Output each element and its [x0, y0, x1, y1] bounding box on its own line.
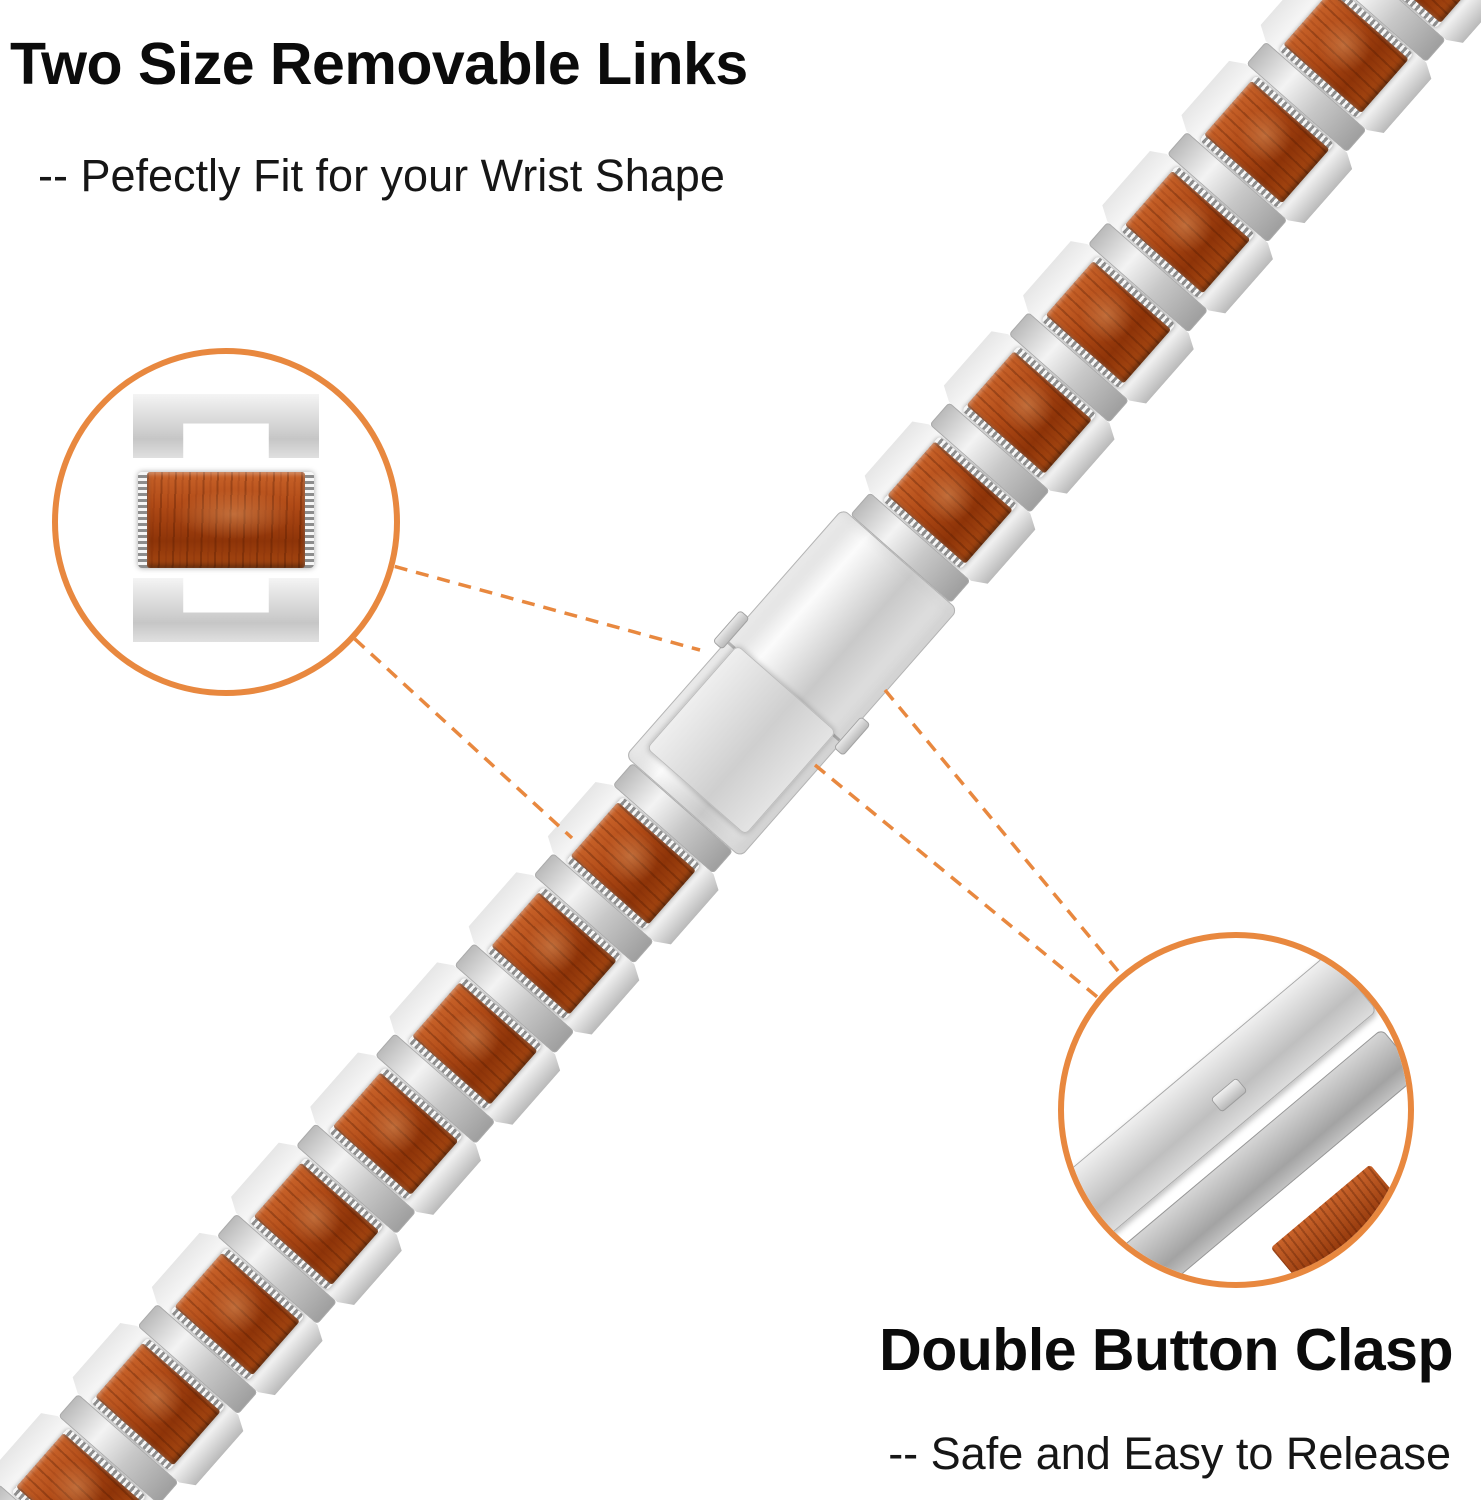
link-bracket-bottom — [133, 578, 319, 642]
clasp-callout — [1058, 932, 1414, 1288]
top-subtitle: -- Pefectly Fit for your Wrist Shape — [38, 150, 725, 201]
top-title: Two Size Removable Links — [10, 31, 748, 97]
wood-link-detail — [138, 472, 314, 568]
bottom-subtitle: -- Safe and Easy to Release — [888, 1428, 1451, 1479]
removable-link-callout — [52, 348, 400, 696]
clasp-button-top — [712, 609, 750, 650]
link-bracket-top — [133, 394, 319, 458]
bottom-title: Double Button Clasp — [879, 1317, 1453, 1383]
wood-insert — [147, 472, 305, 568]
clasp-button-bottom — [833, 715, 871, 757]
